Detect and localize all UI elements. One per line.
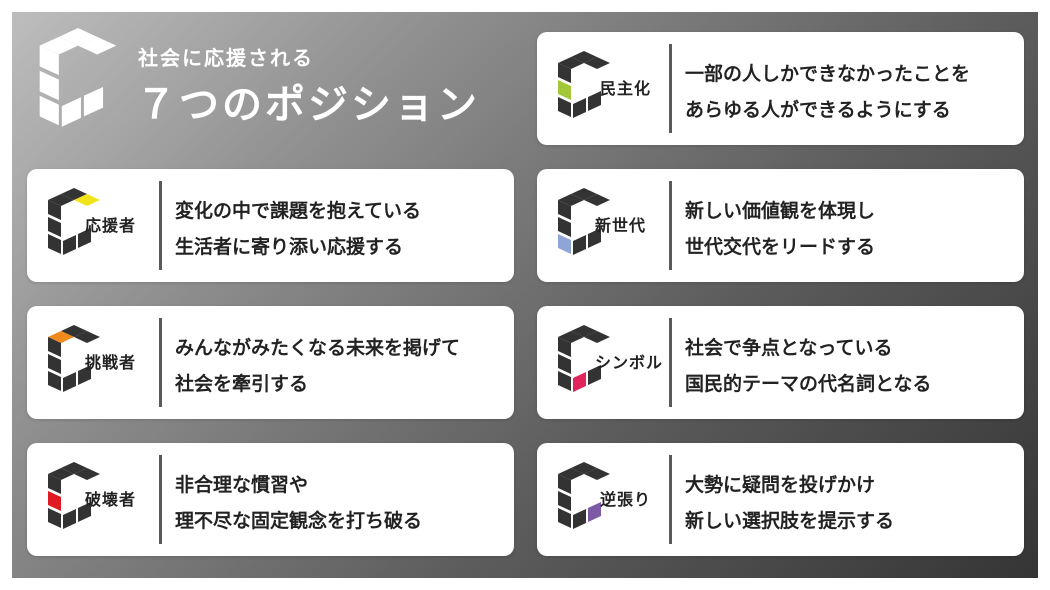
cube-accent-face (558, 80, 571, 100)
divider (669, 455, 672, 544)
header-title: ７つのポジション (136, 82, 480, 128)
cube-icon (48, 325, 100, 392)
cube-icon (558, 462, 610, 529)
divider (669, 44, 672, 133)
divider (159, 181, 162, 270)
role-label: 破壊者 (85, 490, 137, 509)
position-card-disruptor: 破壊者 非合理な慣習や 理不尽な固定観念を打ち破る (27, 443, 514, 556)
header-subtitle: 社会に応援される (138, 46, 314, 70)
position-card-democratizer: 民主化 一部の人しかできなかったことを あらゆる人ができるようにする (537, 32, 1024, 145)
role-label: 民主化 (600, 79, 652, 98)
role-description: 変化の中で課題を抱えている 生活者に寄り添い応援する (175, 200, 422, 258)
position-card-symbol: シンボル 社会で争点となっている 国民的テーマの代名詞となる (537, 306, 1024, 419)
role-label: 逆張り (600, 490, 652, 509)
cube-icon (48, 462, 100, 529)
role-description: 新しい価値観を体現し 世代交代をリードする (685, 200, 876, 258)
divider (159, 455, 162, 544)
position-card-supporter: 応援者 変化の中で課題を抱えている 生活者に寄り添い応援する (27, 169, 514, 282)
cube-accent-face (74, 194, 100, 206)
divider (669, 181, 672, 270)
divider (669, 318, 672, 407)
cube-logo-icon (39, 28, 117, 127)
cube-accent-face (558, 234, 571, 254)
divider (159, 318, 162, 407)
position-card-new-generation: 新世代 新しい価値観を体現し 世代交代をリードする (537, 169, 1024, 282)
role-description: 社会で争点となっている 国民的テーマの代名詞となる (685, 337, 932, 395)
role-label: 応援者 (85, 216, 137, 235)
cube-accent-face (573, 372, 586, 392)
role-description: みんながみたくなる未来を掲げて 社会を牽引する (175, 337, 461, 395)
role-label: 新世代 (595, 216, 647, 235)
role-description: 非合理な慣習や 理不尽な固定観念を打ち破る (175, 474, 423, 532)
cube-accent-face (588, 502, 601, 522)
role-description: 大勢に疑問を投げかけ 新しい選択肢を提示する (685, 474, 895, 532)
position-card-challenger: 挑戦者 みんながみたくなる未来を掲げて 社会を牽引する (27, 306, 514, 419)
cube-icon (48, 188, 100, 255)
position-card-contrarian: 逆張り 大勢に疑問を投げかけ 新しい選択肢を提示する (537, 443, 1024, 556)
cube-icon (558, 51, 610, 118)
role-description: 一部の人しかできなかったことを あらゆる人ができるようにする (685, 63, 971, 121)
cube-icon (558, 188, 610, 255)
cube-accent-face (48, 491, 61, 511)
role-label: 挑戦者 (85, 353, 137, 372)
cube-icon (558, 325, 610, 392)
role-label: シンボル (595, 353, 664, 372)
